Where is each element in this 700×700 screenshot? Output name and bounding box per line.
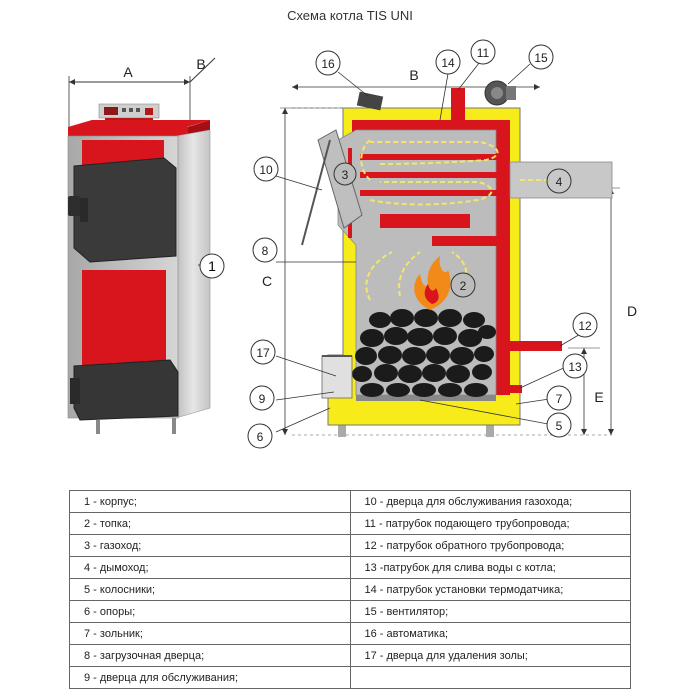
callout-4: 4 [556,175,563,189]
dimension-d-label: D [627,303,637,319]
legend-item: 2 - топка; [69,512,351,535]
boiler-cross-section: B C D E [247,39,637,449]
callout-10: 10 [259,163,273,177]
legend-item: 3 - газоход; [69,534,351,557]
legend-row: 5 - колосники; 14 - патрубок установки т… [69,578,631,601]
callout-12: 12 [578,319,592,333]
legend-item: 10 - дверца для обслуживания газохода; [349,490,631,513]
legend-item: 14 - патрубок установки термодатчика; [349,578,631,601]
dimension-c-label: C [262,273,272,289]
legend-item: 9 - дверца для обслуживания; [69,666,351,689]
legend-item: 17 - дверца для удаления золы; [349,644,631,667]
dimension-b-label: B [196,56,205,72]
legend-item [349,666,631,689]
callout-8: 8 [262,244,269,258]
legend-row: 7 - зольник; 16 - автоматика; [69,622,631,645]
legend-item: 7 - зольник; [69,622,351,645]
legend-row: 1 - корпус; 10 - дверца для обслуживания… [69,490,631,513]
legend-item: 4 - дымоход; [69,556,351,579]
coal-pile [352,309,496,397]
callout-14: 14 [441,56,455,70]
legend-item: 1 - корпус; [69,490,351,513]
legend-item: 5 - колосники; [69,578,351,601]
legend-row: 6 - опоры; 15 - вентилятор; [69,600,631,623]
callout-6: 6 [257,430,264,444]
legend-item: 11 - патрубок подающего трубопровода; [349,512,631,535]
boiler-diagram: A B 1 [67,39,637,449]
dimension-e-label: E [594,389,603,405]
legend-table: 1 - корпус; 10 - дверца для обслуживания… [69,490,631,689]
callout-3: 3 [342,168,349,182]
legend-row: 4 - дымоход; 13 -патрубок для слива воды… [69,556,631,579]
callout-5: 5 [556,419,563,433]
legend-item: 13 -патрубок для слива воды с котла; [349,556,631,579]
diagram-title: Схема котла TIS UNI [287,8,413,23]
legend-item: 12 - патрубок обратного трубопровода; [349,534,631,557]
legend-row: 9 - дверца для обслуживания; [69,666,631,689]
legend-item: 15 - вентилятор; [349,600,631,623]
callout-13: 13 [568,360,582,374]
legend-item: 8 - загрузочная дверца; [69,644,351,667]
boiler-photo: A B 1 [67,56,225,434]
callout-9: 9 [259,392,266,406]
callout-1: 1 [208,258,216,274]
callout-11: 11 [477,46,490,60]
callout-15: 15 [534,51,548,65]
flame-icon [414,256,451,310]
dimension-b-section-label: B [409,67,418,83]
legend-row: 8 - загрузочная дверца; 17 - дверца для … [69,644,631,667]
legend-item: 6 - опоры; [69,600,351,623]
legend-row: 3 - газоход; 12 - патрубок обратного тру… [69,534,631,557]
callout-7: 7 [556,392,563,406]
automatics-icon [356,91,384,111]
legend-row: 2 - топка; 11 - патрубок подающего трубо… [69,512,631,535]
callout-17: 17 [256,346,270,360]
callout-2: 2 [460,279,467,293]
callout-16: 16 [321,57,335,71]
legend-item: 16 - автоматика; [349,622,631,645]
dimension-line-b [189,57,216,83]
dimension-a-label: A [123,64,133,80]
